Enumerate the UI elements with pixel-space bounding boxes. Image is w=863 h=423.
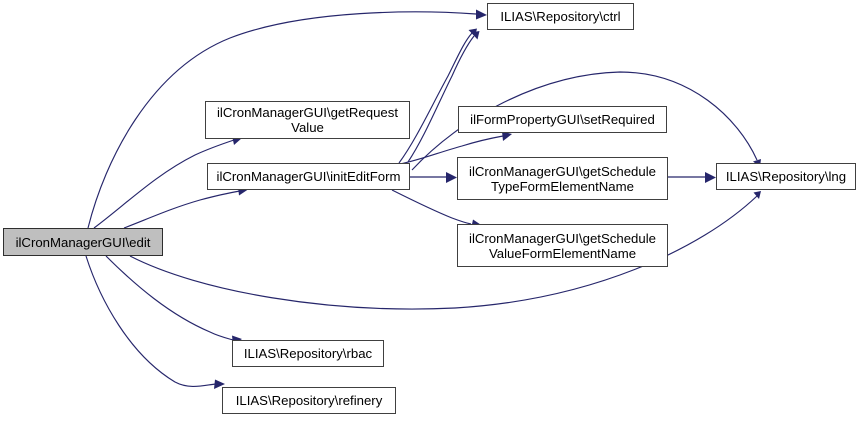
edge-initeditform-to-getschedulevalue [391,189,472,225]
node-ilcronmanagergui-getscheduletypeformelementname[interactable]: ilCronManagerGUI\getSchedule TypeFormEle… [457,157,668,200]
node-ilcronmanagergui-initeditform[interactable]: ilCronManagerGUI\initEditForm [207,163,410,190]
arrowhead-edit-to-refinery [214,379,225,389]
node-ilcronmanagergui-edit[interactable]: ilCronManagerGUI\edit [3,228,163,256]
edge-edit-to-getrequestvalue [93,139,235,229]
edge-initeditform-to-ctrl-a [398,32,473,164]
node-ilias-repository-lng[interactable]: ILIAS\Repository\lng [716,163,856,190]
edge-initeditform-to-ctrl-b [407,35,475,163]
arrowhead-initeditform-to-ctrl-b [471,31,480,40]
edge-edit-to-ctrl [87,11,477,229]
node-ilcronmanagergui-getschedulevalueformelementname[interactable]: ilCronManagerGUI\getSchedule ValueFormEl… [457,224,668,267]
node-ilias-repository-ctrl[interactable]: ILIAS\Repository\ctrl [487,3,634,30]
arrowhead-edit-to-lng [753,191,761,199]
arrowhead-initeditform-to-setrequired [502,131,512,141]
node-ilias-repository-refinery[interactable]: ILIAS\Repository\refinery [222,387,396,414]
edge-edit-to-refinery [85,255,217,387]
edge-edit-to-lng [129,195,758,310]
node-ilformpropertygui-setrequired[interactable]: ilFormPropertyGUI\setRequired [458,106,667,133]
edge-initeditform-to-setrequired [399,135,504,165]
edge-edit-to-rbac [105,255,234,341]
node-ilias-repository-rbac[interactable]: ILIAS\Repository\rbac [232,340,384,367]
arrowhead-initeditform-to-getscheduletype [446,172,457,183]
arrowhead-edit-to-ctrl [476,9,487,20]
node-ilcronmanagergui-getrequestvalue[interactable]: ilCronManagerGUI\getRequest Value [205,101,410,139]
edge-edit-to-initeditform [123,190,241,229]
arrowhead-getscheduletype-to-lng [705,172,716,183]
